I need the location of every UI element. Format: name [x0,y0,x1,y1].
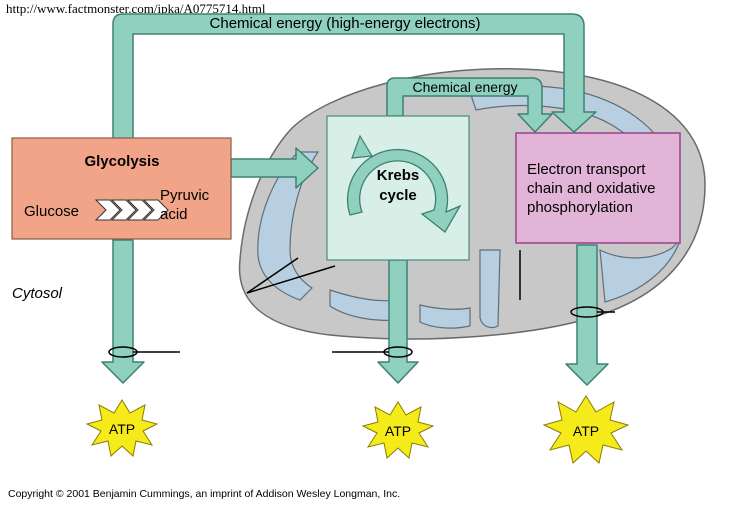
conversion-chevrons-icon [94,199,169,221]
energy-arrows [101,13,609,386]
atp-label-3: ATP [573,423,599,439]
high-energy-electrons-arrow [112,13,597,141]
glucose-label: Glucose [24,203,79,220]
pyruvic-acid-line1: Pyruvic [160,187,210,204]
etc-atp-arrow [565,244,609,386]
source-url: http://www.factmonster.com/ipka/A0775714… [6,1,266,16]
electron-transport-box: Electron transport chain and oxidative p… [515,132,681,244]
atp-burst-3: ATP [542,395,630,464]
etc-line3: phosphorylation [527,199,633,216]
cycle-arrowhead-icon [351,134,374,159]
glycolysis-title: Glycolysis [84,153,159,170]
high-energy-electrons-label: Chemical energy (high-energy electrons) [210,15,481,32]
copyright-notice: Copyright © 2001 Benjamin Cummings, an i… [8,488,400,500]
pyruvate-to-krebs-arrow [230,147,319,189]
chemical-energy-arrow [386,77,553,133]
krebs-atp-arrow [377,259,419,384]
krebs-cycle-box: Krebs cycle [326,115,470,261]
atp-label-1: ATP [109,421,135,437]
glycolysis-atp-arrow [101,239,145,384]
atp-burst-1: ATP [85,399,159,457]
atp-label-2: ATP [385,423,411,439]
pyruvic-acid-line2: acid [160,206,188,223]
atp-burst-2: ATP [361,401,435,459]
mitochondrial-cristae [257,85,681,329]
cytosol-label: Cytosol [12,285,63,302]
arrow-loops [108,306,604,358]
leader-lines [133,250,615,353]
krebs-line2: cycle [379,187,417,204]
chemical-energy-label: Chemical energy [412,79,517,95]
etc-line2: chain and oxidative [527,180,655,197]
krebs-line1: Krebs [377,167,420,184]
glycolysis-box: Glycolysis Glucose Pyruvic acid [11,137,232,240]
etc-line1: Electron transport [527,161,646,178]
cycle-arrow-icon [346,148,462,233]
